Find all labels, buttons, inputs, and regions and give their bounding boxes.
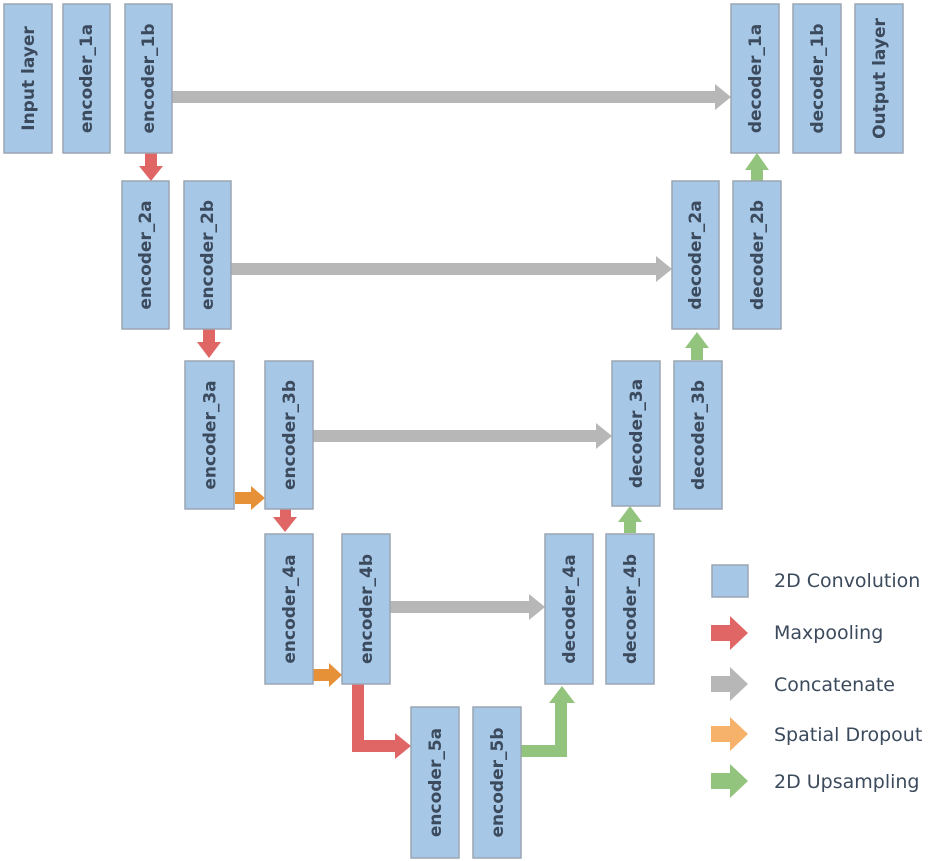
block-decoder-2b: decoder_2b [732,180,782,330]
block-label: decoder_4a [560,554,580,663]
legend-arrow-dropout [711,717,748,751]
legend-item-upsample: 2D Upsampling [711,764,920,798]
concat-arrow-level3 [313,423,612,449]
concat-arrow-level2 [231,256,672,282]
block-label: encoder_3b [280,380,300,490]
maxpool-arrow-1 [139,153,163,181]
layer-blocks: Input layer encoder_1a encoder_1b encode… [3,3,904,859]
block-label: encoder_1a [77,24,97,133]
block-decoder-4a: decoder_4a [544,533,594,685]
legend-item-dropout: Spatial Dropout [711,717,922,751]
legend-label-dropout: Spatial Dropout [774,724,922,746]
block-encoder-3a: encoder_3a [184,360,235,510]
legend-item-maxpool: Maxpooling [711,616,883,650]
block-decoder-1a: decoder_1a [730,3,780,154]
upsample-arrow-1 [521,686,575,757]
block-encoder-2b: encoder_2b [183,180,232,330]
block-encoder-4b: encoder_4b [341,533,391,685]
maxpool-arrow-3 [273,509,297,532]
block-encoder-1a: encoder_1a [62,3,111,154]
block-encoder-1b: encoder_1b [124,3,173,154]
block-label: encoder_4a [280,554,300,663]
block-encoder-5b: encoder_5b [472,706,522,859]
legend-arrow-upsample [711,764,748,798]
block-encoder-5a: encoder_5a [410,706,460,859]
legend-item-concat: Concatenate [711,667,895,701]
block-label: encoder_1b [139,24,159,134]
block-decoder-2a: decoder_2a [671,180,720,330]
block-label: encoder_2b [198,200,218,310]
concatenate-arrows [172,84,731,620]
legend-item-conv: 2D Convolution [711,564,920,598]
spatial-dropout-arrows [235,486,342,687]
maxpool-arrow-2 [197,329,221,358]
upsample-arrow-4 [745,153,769,181]
block-encoder-4a: encoder_4a [264,533,314,685]
legend-label-maxpool: Maxpooling [774,622,883,644]
block-encoder-3b: encoder_3b [264,360,314,510]
dropout-arrow-1 [235,486,265,510]
block-decoder-4b: decoder_4b [605,533,655,685]
block-decoder-3a: decoder_3a [611,360,661,507]
dropout-arrow-2 [313,663,342,687]
block-decoder-1b: decoder_1b [792,3,842,154]
block-output-layer: Output layer [854,3,904,154]
legend-swatch-conv [711,564,749,598]
legend-label-conv: 2D Convolution [774,570,920,592]
legend-label-concat: Concatenate [774,674,895,696]
block-label: decoder_1a [746,24,766,133]
legend-label-upsample: 2D Upsampling [774,771,920,793]
block-label: encoder_4b [357,554,377,664]
block-decoder-3b: decoder_3b [673,360,723,510]
block-label: encoder_5b [488,728,508,838]
block-label: Input layer [19,26,39,131]
maxpool-arrow-4 [352,684,411,759]
concat-arrow-level4 [390,594,545,620]
block-label: decoder_1b [808,23,828,133]
block-encoder-2a: encoder_2a [121,180,170,330]
legend-arrow-concat [711,667,748,701]
block-label: decoder_4b [621,554,641,664]
block-label: encoder_5a [426,728,446,837]
block-label: Output layer [870,18,890,139]
block-label: decoder_3b [689,380,709,490]
legend: 2D Convolution Maxpooling Concatenate Sp… [711,564,922,798]
upsampling-arrows [521,153,769,757]
block-label: encoder_3a [201,380,221,489]
block-label: decoder_2b [748,200,768,310]
maxpooling-arrows [139,153,411,759]
block-label: decoder_3a [627,379,647,488]
block-input-layer: Input layer [3,3,53,154]
concat-arrow-level1 [172,84,731,110]
block-label: encoder_2a [136,200,156,309]
upsample-arrow-3 [685,332,709,360]
block-label: decoder_2a [686,200,706,309]
legend-arrow-maxpool [711,616,748,650]
upsample-arrow-2 [618,506,642,533]
